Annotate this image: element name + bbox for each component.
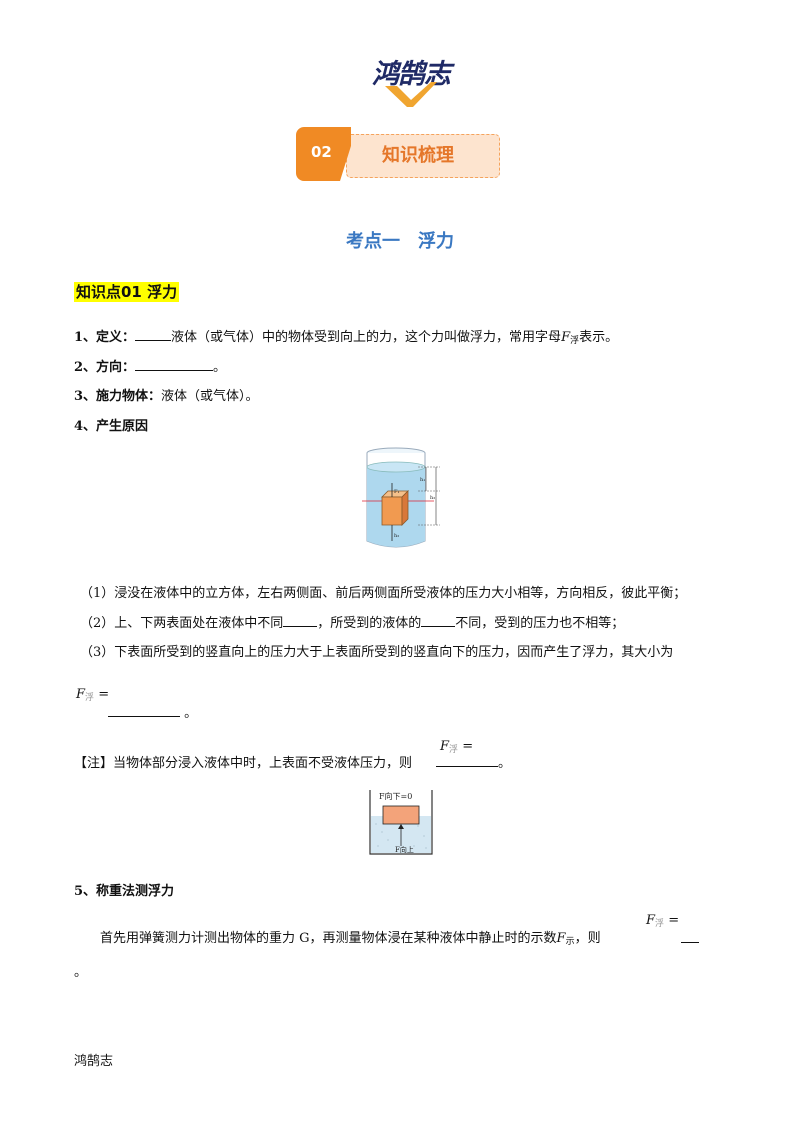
note-symbol: F [440, 739, 450, 754]
cube-label-f1: F₁ [394, 489, 399, 495]
weighing-text: 首先用弹簧测力计测出物体的重力 G，再测量物体浸在某种液体中静止时的示数 [100, 931, 557, 946]
cube-label-h1: h₁ [420, 477, 425, 483]
weighing-symbol: F [646, 913, 656, 928]
knowledge-point-heading: 知识点01 浮力 [74, 282, 180, 302]
badge-label: 知识梳理 [346, 134, 500, 178]
note-text: 【注】当物体部分浸入液体中时，上表面不受液体压力，则 [74, 756, 413, 771]
float-bottom-label: F向上 [395, 845, 414, 854]
section-title: 考点一 浮力 [346, 231, 454, 252]
weighing-line: 首先用弹簧测力计测出物体的重力 G，再测量物体浸在某种液体中静止时的示数F示，则 [100, 930, 601, 951]
reason-2: （2）上、下两表面处在液体中不同 ，所受到的液体的 不同，受到的压力也不相等； [80, 614, 624, 633]
reason-2-b: ，所受到的液体的 [317, 616, 422, 631]
reason-2-a: （2）上、下两表面处在液体中不同 [80, 616, 284, 631]
weighing-equals: = [668, 913, 680, 928]
cause-label: 4、产生原因 [74, 419, 149, 434]
weighing-end: 。 [74, 965, 88, 980]
weighing-blank [681, 942, 699, 943]
definition-symbol: F [561, 330, 571, 345]
badge-number: 02 [296, 127, 351, 181]
reason-2-blank-1 [283, 614, 318, 627]
agent-line: 3、施力物体：液体（或气体）。 [74, 388, 259, 406]
float-top-label: F向下=0 [379, 791, 412, 801]
buoyancy-formula: F浮 = [76, 686, 109, 707]
definition-label: 1、定义： [74, 330, 136, 345]
reason-2-c: 不同，受到的压力也不相等； [455, 616, 625, 631]
reason-3: （3）下表面所受到的竖直向上的压力大于上表面所受到的竖直向下的压力，因而产生了浮… [80, 645, 674, 660]
weighing-then: ，则 [574, 931, 601, 946]
formula-symbol-sub: 浮 [85, 693, 95, 703]
weighing-show-sub: 示 [565, 937, 575, 947]
weighing-show-symbol: F [556, 931, 566, 946]
definition-text: 液体（或气体）中的物体受到向上的力，这个力叫做浮力，常用字母 [171, 330, 562, 345]
note-blank [436, 754, 499, 767]
definition-end: 表示。 [579, 330, 619, 345]
weighing-symbol-sub: 浮 [655, 919, 665, 929]
direction-end: 。 [213, 360, 227, 375]
note-symbol-sub: 浮 [449, 745, 459, 755]
direction-line: 2、方向： 。 [74, 358, 226, 377]
footer-text: 鸿鹄志 [74, 1054, 114, 1069]
note-equals: = [462, 739, 474, 754]
formula-equals: = [98, 687, 110, 702]
weighing-formula: F浮 = [646, 912, 679, 933]
floating-block-figure: F向下=0 F向上 [369, 790, 433, 855]
formula-symbol: F [76, 687, 86, 702]
reason-1: （1）浸没在液体中的立方体，左右两侧面、前后两侧面所受液体的压力大小相等，方向相… [80, 586, 687, 601]
definition-symbol-sub: 浮 [570, 336, 580, 346]
note-formula: F浮 = [440, 738, 473, 759]
agent-label: 3、施力物体： [74, 389, 162, 404]
formula-end: 。 [184, 706, 198, 721]
cube-label-h2-right: h₂ [430, 495, 435, 501]
formula-blank [108, 704, 180, 717]
cube-immersed-figure: F₁ h₁ h₂ h₂ [362, 447, 440, 548]
weighing-label: 5、称重法测浮力 [74, 884, 175, 899]
formula-answer: 。 [108, 704, 197, 723]
logo-check-icon [385, 82, 437, 107]
direction-blank [135, 358, 214, 371]
direction-label: 2、方向： [74, 360, 136, 375]
reason-2-blank-2 [421, 614, 456, 627]
agent-text: 液体（或气体）。 [161, 389, 259, 404]
section-badge: 知识梳理 02 [296, 127, 504, 181]
definition-line: 1、定义： 液体（或气体）中的物体受到向上的力，这个力叫做浮力，常用字母F浮表示。 [74, 328, 618, 350]
definition-blank [135, 328, 172, 341]
note-line: 【注】当物体部分浸入液体中时，上表面不受液体压力，则 。 [74, 754, 511, 773]
logo-text: 鸿鹄志 [372, 59, 451, 90]
note-end: 。 [498, 756, 512, 771]
cube-label-h2-bottom: h₂ [394, 533, 399, 539]
brand-logo: 鸿鹄志 [355, 52, 467, 108]
